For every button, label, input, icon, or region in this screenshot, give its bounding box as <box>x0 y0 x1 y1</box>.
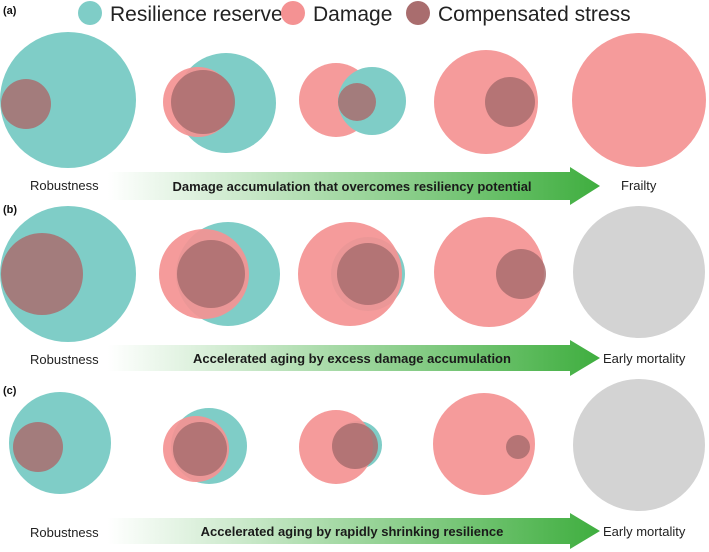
stress-circle <box>13 422 63 472</box>
stress-circle <box>485 77 535 127</box>
arrow-text-b: Accelerated aging by excess damage accum… <box>193 351 511 366</box>
panel-label-b: (b) <box>3 204 17 216</box>
stage-b1 <box>0 206 136 342</box>
end-label-c: Early mortality <box>603 524 686 539</box>
damage-circle <box>433 393 535 495</box>
stage-b5 <box>573 206 705 338</box>
stage-c3 <box>299 410 382 484</box>
start-label-b: Robustness <box>30 352 99 367</box>
stage-a2 <box>163 53 276 153</box>
start-label-a: Robustness <box>30 178 99 193</box>
panel-c: (c) Robustness Accelerated aging by rapi… <box>3 379 705 549</box>
stress-circle <box>177 240 245 308</box>
stress-circle <box>1 79 51 129</box>
stress-circle <box>496 249 546 299</box>
stage-c2 <box>163 408 247 484</box>
legend-swatch-damage <box>281 1 305 25</box>
legend: Resilience reserve Damage Compensated st… <box>78 1 631 26</box>
progression-arrow-c <box>108 513 600 549</box>
arrow-text-a: Damage accumulation that overcomes resil… <box>172 179 531 194</box>
panel-b: (b) Robustness Accelerated aging by exce… <box>0 204 705 376</box>
panel-label-a: (a) <box>3 5 17 17</box>
panel-a: (a) Robustness Damage accumulation that … <box>0 5 706 205</box>
progression-arrow-b <box>108 340 600 376</box>
start-label-c: Robustness <box>30 525 99 540</box>
stage-b2 <box>159 222 280 326</box>
stage-c4 <box>433 393 535 495</box>
mortality-circle <box>573 379 705 511</box>
stress-circle <box>332 423 378 469</box>
end-label-b: Early mortality <box>603 351 686 366</box>
stress-circle <box>171 70 235 134</box>
stage-c5 <box>573 379 705 511</box>
stress-circle <box>173 422 227 476</box>
legend-swatch-stress <box>406 1 430 25</box>
panel-label-c: (c) <box>3 385 17 397</box>
stress-circle <box>338 83 376 121</box>
end-label-a: Frailty <box>621 178 657 193</box>
stage-b4 <box>434 217 546 327</box>
stage-c1 <box>9 392 111 494</box>
stress-circle <box>506 435 530 459</box>
stage-a5 <box>572 33 706 167</box>
stage-a1 <box>0 32 136 168</box>
stress-circle <box>1 233 83 315</box>
progression-arrow-a <box>108 167 600 205</box>
legend-label-resilience: Resilience reserve <box>110 3 283 26</box>
legend-swatch-resilience <box>78 1 102 25</box>
stage-a3 <box>299 63 406 137</box>
stress-circle <box>337 243 399 305</box>
mortality-circle <box>573 206 705 338</box>
legend-label-stress: Compensated stress <box>438 3 631 26</box>
stage-a4 <box>434 50 538 154</box>
resilience-circle <box>0 32 136 168</box>
damage-circle <box>572 33 706 167</box>
damage-circle <box>434 217 544 327</box>
stage-b3 <box>298 222 405 326</box>
legend-label-damage: Damage <box>313 3 392 26</box>
arrow-text-c: Accelerated aging by rapidly shrinking r… <box>201 524 504 539</box>
